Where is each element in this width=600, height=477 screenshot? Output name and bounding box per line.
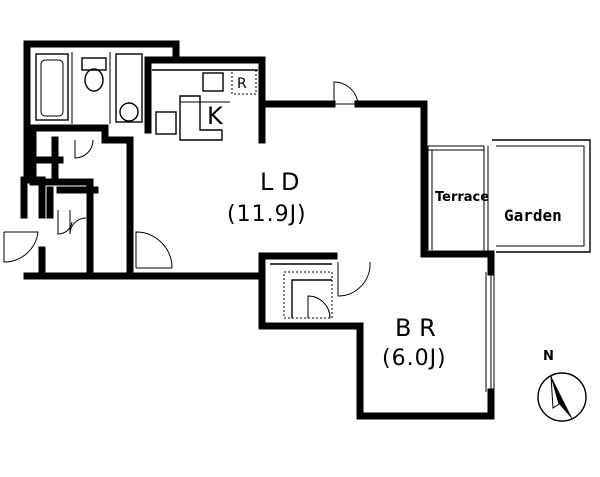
washbasin-bowl <box>119 102 139 122</box>
refrigerator-mark: R <box>237 76 247 92</box>
bedroom-area: (6.0J) <box>382 346 447 371</box>
bedroom-window <box>485 272 495 392</box>
toilet-bowl <box>84 68 104 92</box>
living-dining-area: (11.9J) <box>227 202 307 227</box>
kitchen: R K <box>152 69 258 141</box>
terrace-label: Terrace <box>435 190 489 205</box>
bathroom <box>35 52 143 124</box>
compass-north-label: N <box>543 349 554 364</box>
living-dining-label: L D <box>260 168 299 196</box>
ld-entry-door <box>333 81 359 105</box>
garden: Garden <box>492 139 591 253</box>
sink <box>155 111 177 135</box>
north-arrow-outline <box>550 375 560 409</box>
compass: N <box>537 349 587 422</box>
north-arrow-icon <box>551 376 573 420</box>
service-doors <box>3 139 173 269</box>
refrigerator-space <box>231 69 257 95</box>
bedroom-closet <box>270 261 371 319</box>
toilet-tank <box>81 57 107 71</box>
kitchen-label: K <box>207 102 224 130</box>
garden-label: Garden <box>504 206 562 225</box>
interior-walls <box>26 56 180 276</box>
terrace: Terrace <box>427 145 489 254</box>
compass-circle <box>537 372 587 422</box>
washbasin <box>115 53 143 123</box>
bathtub <box>35 53 69 121</box>
exterior-walls <box>20 40 495 420</box>
bedroom-label: B R <box>395 314 436 342</box>
stove-burner <box>202 72 224 92</box>
